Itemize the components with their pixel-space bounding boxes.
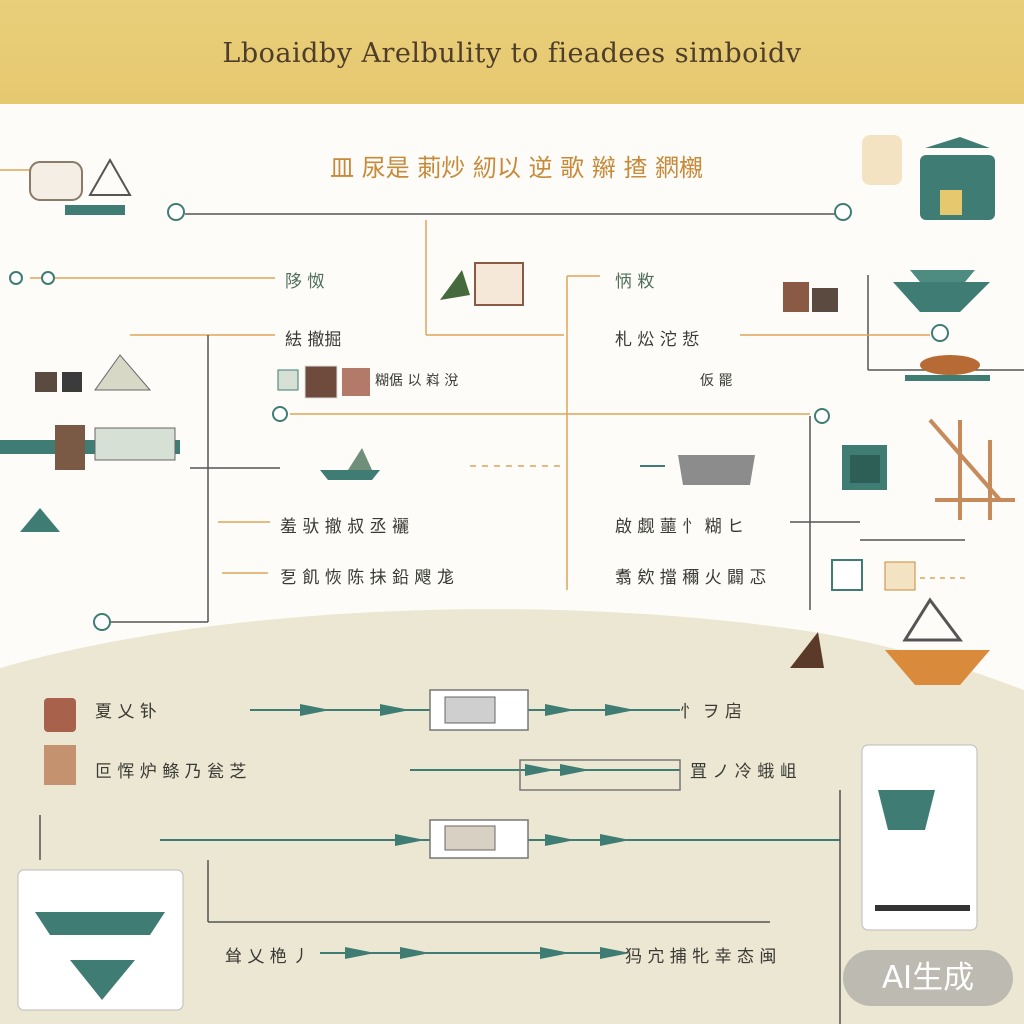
flow-label: 罝 ノ 冷 蛾 岨 [690, 762, 797, 782]
page-title: Lboaidby Arelbulity to fieadees simboidv [222, 38, 802, 69]
node-label: 陊 怓 [285, 272, 325, 292]
machine-box [444, 825, 496, 851]
node-label: 仮 罷 [700, 373, 733, 389]
cabinet-illustration [920, 137, 995, 220]
connector-node [167, 203, 185, 221]
flow-arrows [300, 704, 635, 959]
node-label: 糊倨 以 嵙 涗 [375, 373, 459, 389]
connector-node [931, 324, 949, 342]
node-label: 札 炂 沱 悊 [615, 330, 700, 350]
scroll-illustration [440, 262, 524, 306]
connector-node [814, 408, 830, 424]
gray-block-illustration [678, 455, 755, 485]
node-label: 紶 撤掘 [285, 330, 342, 350]
tea-jar-illustration [44, 698, 76, 785]
jars-illustration [783, 282, 838, 312]
orange-basket-illustration [885, 597, 990, 685]
pot-stand-illustration [861, 744, 978, 931]
connector-node [9, 271, 23, 285]
cauldron-illustration [17, 869, 184, 1011]
flow-label: 犸 宂 捕 牝 幸 态 闽 [625, 947, 777, 967]
shelf-illustration [0, 425, 180, 532]
tea-pot-illustration [29, 157, 132, 215]
wooden-bowl-illustration [905, 355, 990, 381]
node-label: 啟 觑 蘁 忄 糊 ヒ [615, 517, 745, 537]
flow-label: 忄 ヲ 扂 [680, 702, 742, 722]
bowl-illustration [893, 270, 990, 312]
frame-illustration [277, 365, 370, 399]
connector-node [272, 406, 288, 422]
machine-box [519, 759, 681, 791]
machine-box [444, 696, 496, 724]
flow-label: 耸 乂 栬 丿 [225, 947, 310, 967]
bottom-panel [0, 609, 1024, 1024]
ai-generated-badge: AI生成 [843, 950, 1013, 1006]
connector-node [41, 271, 55, 285]
node-label: 怲 敉 [615, 272, 655, 292]
brown-triangle-illustration [790, 632, 824, 668]
flow-label: 夏 乂 钋 [95, 702, 157, 722]
small-jars-illustration [35, 354, 152, 392]
node-label: 翥 欸 擋 穪 火 闢 忑 [615, 568, 767, 588]
node-label: 羞 驮 撤 叔 丞 襹 [280, 517, 410, 537]
connector-node [834, 203, 852, 221]
kiln-illustration [842, 445, 887, 490]
boat-illustration [320, 448, 380, 480]
node-label: 乭 飢 恢 陈 抺 鉛 飕 尨 [280, 568, 454, 588]
connector-node [93, 613, 111, 631]
flow-label: 叵 恽 炉 鲦 乃 瓮 芝 [95, 762, 247, 782]
icon-tiles [831, 135, 916, 591]
title-banner: Lboaidby Arelbulity to fieadees simboidv [0, 0, 1024, 104]
rack-illustration [928, 418, 1015, 520]
top-caption: 皿 尿是 莿炒 紉以 逆 歌 辮 揸 閷櫬 [330, 154, 704, 182]
